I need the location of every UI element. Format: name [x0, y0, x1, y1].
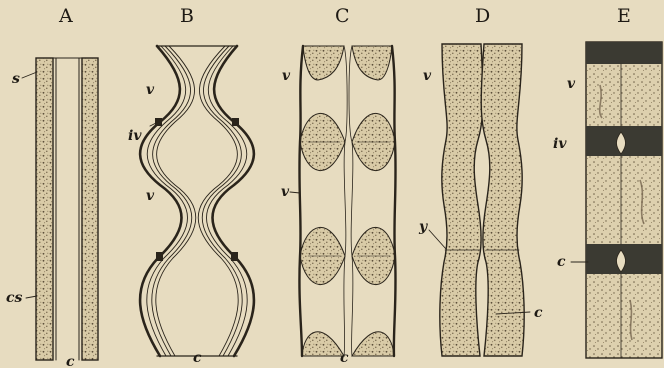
- panel-d-label-y: y: [418, 219, 428, 235]
- panel-e-figure: [571, 42, 662, 358]
- panel-a-title: A: [58, 5, 73, 27]
- panel-c-title: C: [335, 5, 350, 27]
- panel-b-label-iv: iv: [128, 128, 142, 144]
- panel-a-label-cs: cs: [6, 290, 23, 306]
- panel-c-label-c: c: [340, 350, 349, 366]
- panel-d-label-c: c: [534, 305, 543, 321]
- panel-e-label-v: v: [567, 76, 576, 92]
- panel-e-title: E: [617, 5, 631, 27]
- panel-b-title: B: [180, 5, 194, 27]
- panel-d-label-v: v: [423, 68, 432, 84]
- panel-a-label-s: s: [12, 71, 20, 87]
- panel-e-label-c: c: [557, 254, 566, 270]
- panel-c-label-v-top: v: [282, 68, 291, 84]
- panel-d-figure: [429, 44, 530, 356]
- panel-a-figure: [22, 58, 98, 360]
- panel-b-label-c: c: [193, 350, 202, 366]
- panel-c-figure: [290, 46, 396, 356]
- panel-a-label-c: c: [66, 354, 75, 368]
- panel-d-title: D: [475, 5, 490, 27]
- panel-c-label-v-mid: v: [281, 184, 290, 200]
- panel-b-figure: [140, 46, 254, 356]
- panel-b-label-v-top: v: [146, 82, 155, 98]
- panel-e-label-iv: iv: [553, 136, 567, 152]
- panel-b-label-v-mid: v: [146, 188, 155, 204]
